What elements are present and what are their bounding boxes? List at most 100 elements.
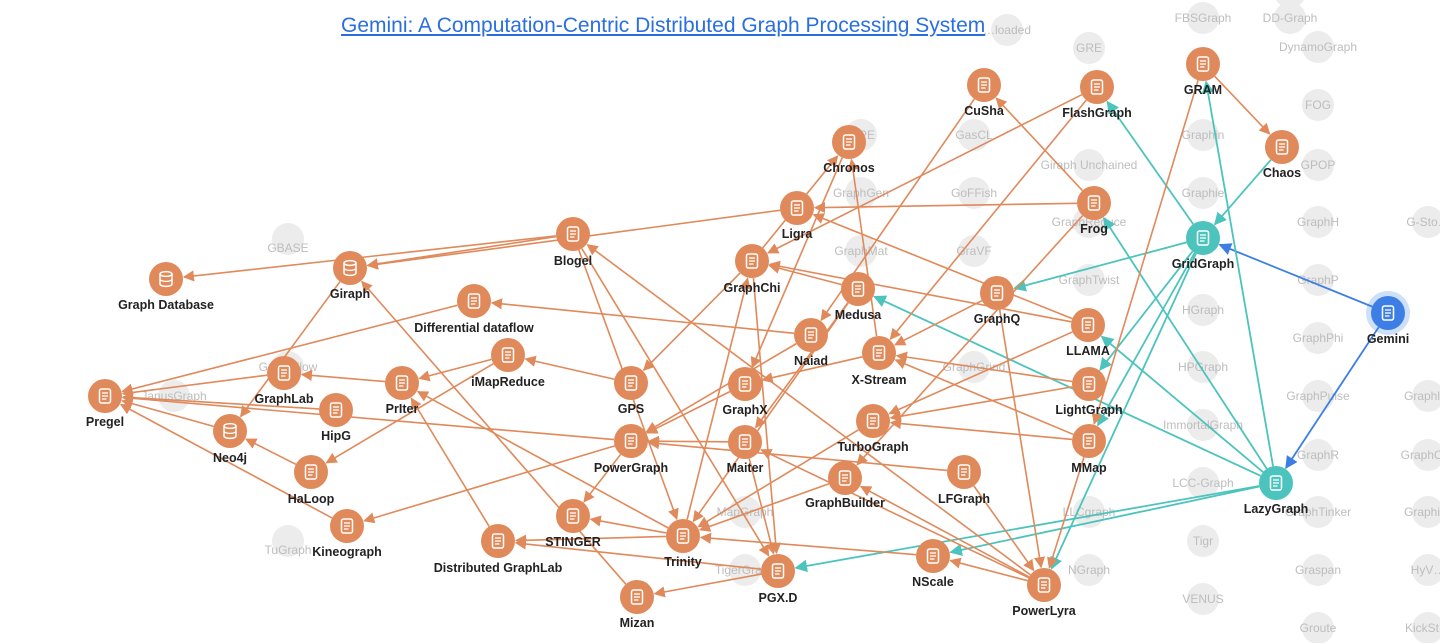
node-frog[interactable]: Frog bbox=[1077, 186, 1111, 236]
node-circle[interactable] bbox=[213, 414, 247, 448]
edge-PowerGraph-to-Kineograph[interactable] bbox=[363, 445, 615, 524]
node-nscale[interactable]: NScale bbox=[912, 539, 954, 589]
edge-PGXD-to-DistGraphLab[interactable] bbox=[514, 538, 762, 570]
ghost-node[interactable] bbox=[1302, 496, 1334, 528]
node-circle[interactable] bbox=[333, 251, 367, 285]
node-gps[interactable]: GPS bbox=[614, 366, 648, 416]
node-stinger[interactable]: STINGER bbox=[545, 499, 601, 549]
edge-Chaos-to-GridGraph[interactable] bbox=[1213, 159, 1272, 226]
ghost-node[interactable] bbox=[1073, 264, 1105, 296]
node-powerlyra[interactable]: PowerLyra bbox=[1012, 568, 1077, 618]
ghost-node[interactable] bbox=[1302, 380, 1334, 412]
edge-Trinity-to-DistGraphLab[interactable] bbox=[514, 534, 667, 546]
ghost-node[interactable] bbox=[1302, 439, 1334, 471]
ghost-node[interactable] bbox=[1187, 583, 1219, 615]
node-graphbuilder[interactable]: GraphBuilder bbox=[805, 461, 885, 510]
edge-GraphLab-to-Pregel[interactable] bbox=[121, 374, 268, 398]
node-mizan[interactable]: Mizan bbox=[620, 580, 655, 630]
node-hipg[interactable]: HipG bbox=[319, 393, 353, 443]
edge-FlashGraph-to-XStream[interactable] bbox=[889, 99, 1087, 340]
edge-Blogel-to-PGXD[interactable] bbox=[581, 248, 770, 557]
edge-GraphX-to-PowerGraph[interactable] bbox=[646, 390, 731, 434]
node-haloop[interactable]: HaLoop bbox=[288, 455, 335, 506]
node-imapreduce[interactable]: iMapReduce bbox=[471, 338, 545, 389]
ghost-node[interactable] bbox=[272, 525, 304, 557]
edge-GPS-to-iMapReduce[interactable] bbox=[524, 355, 615, 381]
ghost-node[interactable] bbox=[1187, 177, 1219, 209]
ghost-node[interactable] bbox=[1187, 409, 1219, 441]
ghost-node[interactable] bbox=[1412, 380, 1440, 412]
node-blogel[interactable]: Blogel bbox=[554, 217, 592, 268]
node-medusa[interactable]: Medusa bbox=[835, 272, 883, 322]
edge-LazyGraph-to-PGXD[interactable] bbox=[794, 485, 1260, 573]
ghost-node[interactable] bbox=[1302, 612, 1334, 643]
edge-Blogel-to-Giraph[interactable] bbox=[366, 235, 557, 270]
ghost-node[interactable] bbox=[1073, 554, 1105, 586]
edge-PrIter-to-GraphLab[interactable] bbox=[300, 369, 386, 383]
ghost-node[interactable] bbox=[1302, 554, 1334, 586]
edge-Medusa-to-Maiter[interactable] bbox=[755, 302, 849, 429]
node-graphchi[interactable]: GraphChi bbox=[724, 244, 781, 295]
ghost-node[interactable] bbox=[1302, 149, 1334, 181]
ghost-node[interactable] bbox=[1073, 149, 1105, 181]
node-priter[interactable]: PrIter bbox=[385, 366, 419, 416]
edge-PowerLyra-to-NScale[interactable] bbox=[949, 557, 1028, 582]
node-graphlab[interactable]: GraphLab bbox=[254, 356, 314, 406]
node-cusha[interactable]: CuSha bbox=[964, 68, 1005, 118]
ghost-node[interactable] bbox=[1187, 119, 1219, 151]
edge-FlashGraph-to-GraphChi[interactable] bbox=[767, 93, 1083, 254]
edge-HipG-to-Pregel[interactable] bbox=[121, 392, 320, 410]
edge-Gemini-to-GridGraph[interactable] bbox=[1218, 243, 1373, 308]
node-lfgraph[interactable]: LFGraph bbox=[938, 455, 990, 506]
node-lazygraph[interactable]: LazyGraph bbox=[1244, 466, 1309, 516]
node-graphdatabase[interactable]: Graph Database bbox=[118, 262, 214, 312]
node-graphq[interactable]: GraphQ bbox=[974, 276, 1021, 326]
edge-LLAMA-to-GraphChi[interactable] bbox=[768, 260, 1072, 323]
node-diffdataflow[interactable]: Differential dataflow bbox=[414, 284, 534, 335]
edge-LFGraph-to-PowerLyra[interactable] bbox=[973, 485, 1035, 572]
node-chaos[interactable]: Chaos bbox=[1263, 130, 1301, 180]
edge-GraphBuilder-to-Trinity[interactable] bbox=[698, 482, 830, 532]
edge-Naiad-to-PowerGraph[interactable] bbox=[645, 342, 797, 433]
ghost-node[interactable] bbox=[1187, 294, 1219, 326]
ghost-node[interactable] bbox=[1073, 32, 1105, 64]
node-trinity[interactable]: Trinity bbox=[664, 519, 702, 569]
ghost-node[interactable] bbox=[1412, 496, 1440, 528]
edge-LightGraph-to-XStream[interactable] bbox=[895, 351, 1073, 383]
edge-PowerLyra-to-Blogel[interactable] bbox=[586, 244, 1031, 576]
ghost-node[interactable] bbox=[1412, 612, 1440, 643]
node-circle[interactable] bbox=[149, 262, 183, 296]
edge-Neo4j-to-Pregel[interactable] bbox=[121, 398, 214, 428]
node-neo4j[interactable]: Neo4j bbox=[213, 414, 247, 465]
edge-Trinity-to-PrIter[interactable] bbox=[416, 390, 669, 529]
edge-NScale-to-Trinity[interactable] bbox=[699, 532, 917, 556]
edge-LFGraph-to-PowerGraph[interactable] bbox=[647, 438, 948, 472]
ghost-node[interactable] bbox=[958, 119, 990, 151]
edge-GridGraph-to-MMap[interactable] bbox=[1097, 252, 1196, 427]
edge-LazyGraph-to-GRAM[interactable] bbox=[1201, 80, 1274, 467]
edge-LLAMA-to-Ligra[interactable] bbox=[812, 213, 1073, 320]
edge-TurboGraph-to-Trinity[interactable] bbox=[697, 429, 859, 528]
node-powergraph[interactable]: PowerGraph bbox=[594, 424, 668, 475]
node-xstream[interactable]: X-Stream bbox=[852, 336, 907, 387]
ghost-node[interactable] bbox=[1412, 554, 1440, 586]
edge-XStream-to-Chronos[interactable] bbox=[847, 158, 878, 337]
edge-GraphQ-to-XStream[interactable] bbox=[894, 299, 983, 346]
ghost-node[interactable] bbox=[1187, 2, 1219, 34]
ghost-node[interactable] bbox=[1412, 206, 1440, 238]
edge-GridGraph-to-PowerLyra[interactable] bbox=[1050, 253, 1197, 570]
edge-iMapReduce-to-HaLoop[interactable] bbox=[325, 362, 494, 464]
edge-PowerLyra-to-GraphBuilder[interactable] bbox=[859, 485, 1030, 578]
edge-PowerGraph-to-Pregel[interactable] bbox=[121, 392, 615, 441]
node-graphx[interactable]: GraphX bbox=[722, 367, 768, 417]
edge-Trinity-to-GraphChi[interactable] bbox=[686, 277, 751, 520]
node-maiter[interactable]: Maiter bbox=[727, 425, 764, 475]
node-chronos[interactable]: Chronos bbox=[823, 125, 875, 175]
node-ligra[interactable]: Ligra bbox=[780, 191, 814, 241]
edge-Blogel-to-GraphDatabase[interactable] bbox=[182, 235, 557, 282]
ghost-node[interactable] bbox=[1187, 525, 1219, 557]
edge-DistGraphLab-to-PrIter[interactable] bbox=[410, 397, 490, 527]
edge-Giraph-to-Neo4j[interactable] bbox=[240, 281, 341, 418]
node-kineograph[interactable]: Kineograph bbox=[312, 509, 382, 559]
edge-GRAM-to-Chaos[interactable] bbox=[1214, 75, 1271, 135]
